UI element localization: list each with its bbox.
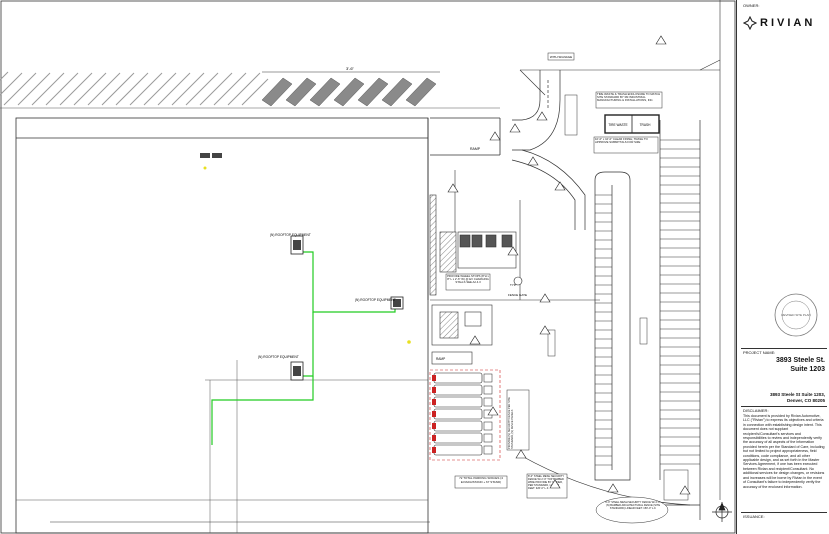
conduit-lines [211,251,396,445]
rooftop-equipment-1: (N) ROOFTOP EQUIPMENT [270,233,311,255]
equipment-yard [429,170,521,300]
ramp-label-lower: RAMP [436,357,445,361]
driveway-curve [511,70,586,230]
north-arrow-icon [712,502,732,522]
building-dim: 3'-6" [346,66,355,71]
owner-label: OWNER: [743,3,760,8]
ev-stalls [432,372,493,456]
parking-stalls [595,139,700,466]
angled-parking-blocks [261,77,437,107]
svg-text:(N) ROOFTOP EQUIPMENT: (N) ROOFTOP EQUIPMENT [258,355,299,359]
street-hatch-left [0,71,269,106]
project-name: 3893 Steele St. Suite 1203 [775,357,825,373]
ramp-label: RAMP [470,147,481,151]
disclaimer-text: This document is provided by Rivian Auto… [743,414,825,489]
building-outline [15,117,501,534]
project-address: 3893 Steele St Suite 1203, Denver, CO 80… [769,392,825,403]
disclaimer-label: DISCLAIMER: [743,408,769,413]
svg-text:(N) ROOFTOP EQUIPMENT: (N) ROOFTOP EQUIPMENT [355,298,396,302]
svg-text:TRASH: TRASH [640,123,652,127]
svg-text:(N) ROOFTOP EQUIPMENT: (N) ROOFTOP EQUIPMENT [270,233,311,237]
rooftop-equipment-3: (N) ROOFTOP EQUIPMENT [258,355,304,381]
small-unit [200,153,222,158]
title-block: OWNER: RIVIAN REVISED SITE PLAN PROJECT … [736,0,829,534]
project-label: PROJECT NAME: [743,350,776,355]
trash-enclosure: TIRE WASTE & TRASH ENCLOSURE TO MATCH SI… [593,91,663,154]
revision-triangles [447,35,691,495]
sidewalk-note: WITH SIGNAGE [550,55,572,59]
svg-text:REVISED SITE PLAN: REVISED SITE PLAN [781,313,810,317]
svg-text:TIRE WASTE: TIRE WASTE [608,123,627,127]
engineer-stamp: REVISED SITE PLAN [774,293,818,337]
fence-gate: FENCE GATE [508,293,527,297]
rivian-mark-icon [743,16,757,30]
issuance-label: ISSUANCE: [743,514,765,519]
lower-yard [430,299,600,365]
svg-text:TYP.: TYP. [510,283,516,287]
rooftop-equipment-2: (N) ROOFTOP EQUIPMENT [355,296,404,310]
site-plan-drawing: 3'-6" RAMP (N) ROOFTOP EQUIPMENT (N) ROO… [0,0,736,534]
sheet-border [0,0,736,534]
rivian-logo: RIVIAN [743,12,827,34]
